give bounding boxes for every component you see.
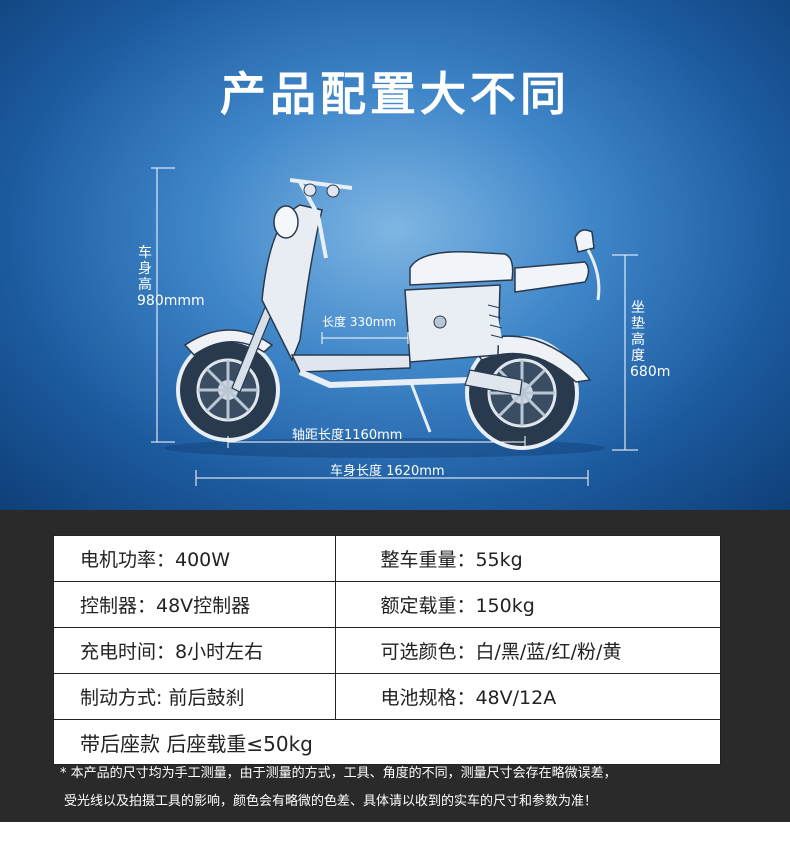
spec-cell: 电机功率：400W <box>52 535 337 582</box>
spec-cell: 电池规格：48V/12A <box>335 673 721 720</box>
table-row: 充电时间：8小时左右 可选颜色：白/黑/蓝/红/粉/黄 <box>52 627 721 674</box>
spec-cell: 充电时间：8小时左右 <box>52 627 337 674</box>
product-hero: 产品配置大不同 <box>0 0 790 510</box>
bottom-area <box>0 822 790 866</box>
body-length-label: 车身长度 1620mm <box>330 464 445 479</box>
page-title: 产品配置大不同 <box>220 67 570 121</box>
note-line: * 本产品的尺寸均为手工测量，由于测量的方式，工具、角度的不同，测量尺寸会存在略… <box>60 766 617 781</box>
body-height-label: 车身高980mmm <box>137 245 205 309</box>
rear-wheel-icon <box>465 336 579 450</box>
length-label: 长度 330mm <box>322 315 397 329</box>
disclaimer-note: * 本产品的尺寸均为手工测量，由于测量的方式，工具、角度的不同，测量尺寸会存在略… <box>0 760 790 822</box>
wheelbase-label: 轴距长度1160mm <box>292 428 403 443</box>
spec-cell: 整车重量：55kg <box>335 535 721 582</box>
spec-cell: 额定载重：150kg <box>335 581 721 628</box>
spec-cell-rear-seat: 带后座款 后座载重≤50kg <box>53 719 721 765</box>
spec-cell: 制动方式: 前后鼓刹 <box>52 673 337 720</box>
table-row: 控制器：48V控制器 额定载重：150kg <box>52 581 721 628</box>
spec-cell: 可选颜色：白/黑/蓝/红/粉/黄 <box>335 627 721 674</box>
scooter-illustration <box>165 178 605 458</box>
seat-height-label: 坐垫高度680m <box>630 300 671 380</box>
table-row: 制动方式: 前后鼓刹 电池规格：48V/12A <box>52 673 721 720</box>
spec-cell: 控制器：48V控制器 <box>52 581 337 628</box>
spec-table: 电机功率：400W 整车重量：55kg 控制器：48V控制器 额定载重：150k… <box>52 535 721 765</box>
note-line: 受光线以及拍摄工具的影响，颜色会有略微的色差、具体请以收到的实车的尺寸和参数为准… <box>64 794 598 809</box>
table-row: 带后座款 后座载重≤50kg <box>53 719 721 765</box>
table-row: 电机功率：400W 整车重量：55kg <box>52 535 721 582</box>
dimension-lines <box>0 0 790 510</box>
